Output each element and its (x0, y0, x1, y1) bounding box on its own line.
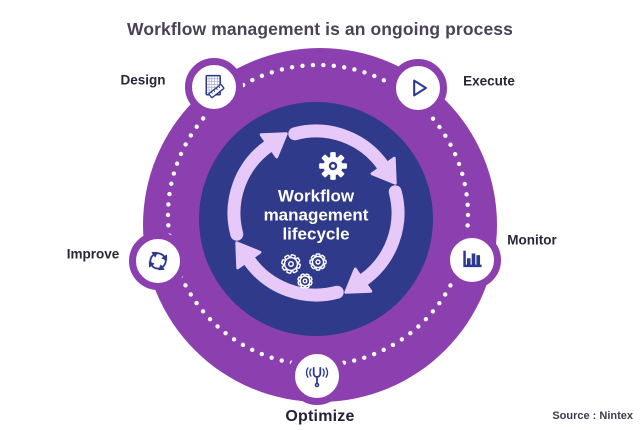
node-label-monitor: Monitor (507, 232, 557, 248)
node-label-optimize: Optimize (285, 408, 355, 425)
node-label-design: Design (120, 72, 166, 88)
node-label-execute: Execute (463, 73, 515, 89)
node-monitor (443, 231, 501, 289)
cycle-arrows-icon (148, 251, 168, 271)
page-title: Workflow management is an ongoing proces… (127, 19, 513, 39)
node-design (185, 58, 243, 116)
node-optimize (288, 347, 346, 405)
tuning-fork-icon (305, 366, 329, 388)
play-triangle-icon (413, 79, 427, 97)
grid-sheet-ruler-icon (205, 74, 225, 99)
source-credit: Source : Nintex (552, 410, 633, 422)
center-caption-line: Workflow (277, 186, 355, 206)
node-improve (129, 232, 187, 290)
bar-chart-icon (463, 250, 482, 268)
center-caption-line: lifecycle (282, 224, 350, 244)
node-label-improve: Improve (66, 246, 120, 262)
center-caption: Workflow management lifecycle (264, 187, 369, 244)
center-caption-line: management (263, 205, 369, 225)
node-execute (389, 59, 447, 117)
